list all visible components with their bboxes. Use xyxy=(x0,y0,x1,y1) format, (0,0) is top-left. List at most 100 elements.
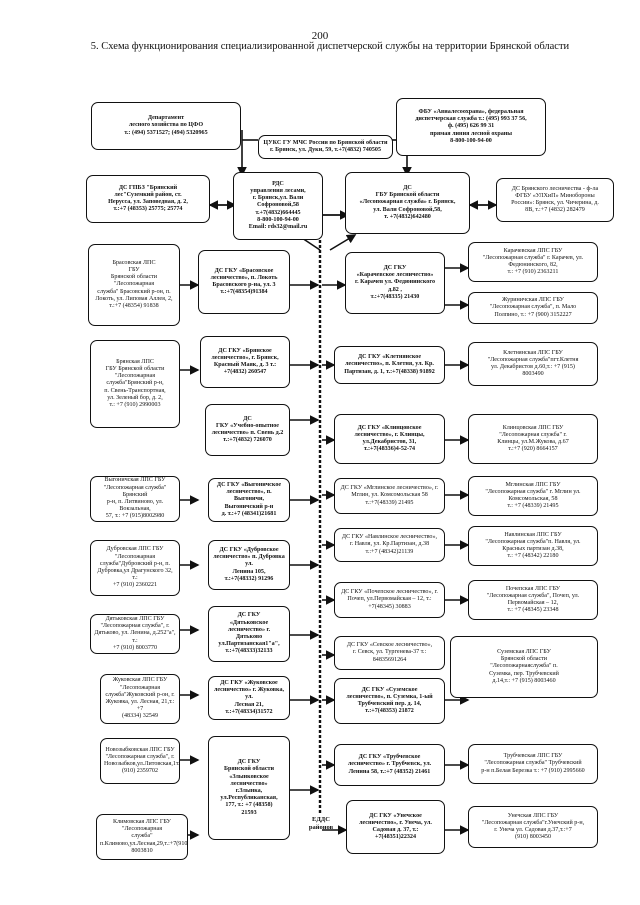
edds-line-2: районов xyxy=(308,823,334,831)
pochepskaya-lps-line-2: "Лесопожарная служба", Почеп, ул. xyxy=(486,592,580,599)
bryansk-lesn-line-4: 8В, т.:+7 (4832) 282479 xyxy=(525,207,585,214)
klintsovskaya-lps-line-4: т.:+7 (920) 8664157 xyxy=(508,446,558,453)
department-cfo-box: Департамент лесного хозяйства по ЦФО т.:… xyxy=(91,102,241,150)
navlinskaya-lps-line-1: Навлинская ЛПС ГБУ xyxy=(504,531,562,538)
karachevskaya-lps-line-2: "Лесопожарная служба" г. Карачев, ул. xyxy=(482,254,584,261)
dyatkovskoe-line-4: ул.Партизанская1"а", xyxy=(218,641,280,648)
page-title: 5. Схема функционирования специализирова… xyxy=(90,41,570,52)
karachevskoe-line-3: г. Карачев ул. Федюнинского xyxy=(355,279,435,286)
rds-line-1: РДС xyxy=(272,180,284,187)
mglinskaya-lps-line-3: Комсомольская, 58 xyxy=(508,496,558,502)
fbu-line-5: 8-800-100-94-00 xyxy=(450,137,492,144)
navlinskoe-line-2: г. Навля, ул. Кр.Партизан, д.38 xyxy=(349,541,430,548)
bryanskaya-lps-line-5: п. Свень-Транспортная, xyxy=(104,387,166,394)
vygonichskaya-lps-line-2: "Лесопожарная служба" Брянский xyxy=(103,484,167,498)
suzemskoe-line-1: ДС ГКУ «Суземское xyxy=(361,686,418,693)
ds-suzemskoe-box: ДС ГКУ «Суземское лесничество», п. Сузем… xyxy=(334,678,445,724)
bryanskaya-lps-line-4: служба"Брянский р-н, xyxy=(106,380,164,387)
tsuks-mchs-box: ЦУКС ГУ МЧС России по Брянской области г… xyxy=(258,135,393,159)
zlynkovskoe-line-6: ул.Республиканская, xyxy=(220,795,278,802)
zhukovskoe-line-2: лесничество» г. Жуковка, ул. xyxy=(213,687,285,701)
ds-karachevskoe-box: ДС ГКУ «Карачевское лесничество» г. Кара… xyxy=(345,252,445,314)
bryanskaya-lps-line-6: ул. Зеленый бор, д. 2, xyxy=(107,394,163,401)
klimovskaya-lps-line-1: Климовская ЛПС ГБУ xyxy=(113,818,171,825)
zhuryanichi-lps-box: Журиничская ЛПС ГБУ "Лесопожарная служба… xyxy=(468,292,598,324)
ds-bryanskoe-box: ДС ГКУ «Брянское лесничество», г. Брянск… xyxy=(200,336,290,388)
dyatkovskoe-line-1: ДС ГКУ xyxy=(237,612,261,619)
sevskoe-line-1: ДС ГКУ «Севское лесничество», xyxy=(346,642,433,649)
brasovskaya-lps-line-6: Локоть, ул. Липовая Аллея, 2, xyxy=(95,295,173,302)
zhuryanichi-lps-line-1: Журиничская ЛПС ГБУ xyxy=(502,297,564,304)
unechskaya-lps-line-3: г. Унеча ул. Садовая д.37,т.:+7 xyxy=(494,827,572,833)
dubrovskaya-lps-line-4: Дубровка,ул Драгунского 32, т.: xyxy=(97,568,173,582)
kletnyanskoe-line-1: ДС ГКУ «Клетнянское xyxy=(357,354,422,361)
brasovskoe-line-1: ДС ГКУ «Брасовское xyxy=(214,267,274,274)
zhukovskaya-lps-line-3: служба"Жуковский р-он, г. xyxy=(105,691,175,698)
unechskoe-line-1: ДС ГКУ «Унечское xyxy=(369,812,422,819)
mglinskaya-lps-box: Мглинская ЛПС ГБУ "Лесопожарная служба" … xyxy=(468,476,598,516)
trubchevskaya-lps-box: Трубчевская ЛПС ГБУ "Лесопожарная служба… xyxy=(468,744,598,784)
ds-dyatkovskoe-box: ДС ГКУ «Дятьковское лесничество» г. Дять… xyxy=(208,606,290,662)
dyatkovskaya-lps-box: Дятьковская ЛПС ГБУ "Лесопожарная служба… xyxy=(90,614,180,654)
novozybkov-lps-line-4: (910) 2359702 xyxy=(121,768,159,775)
suzemskaya-lps-box: Суземская ЛПС ГБУ Брянской области "Лесо… xyxy=(450,636,598,698)
ds-sevskoe-box: ДС ГКУ «Севское лесничество», г. Севск, … xyxy=(334,636,445,670)
dubrovskaya-lps-line-2: "Лесопожарная xyxy=(114,553,156,560)
brasovskaya-lps-line-2: ГБУ xyxy=(128,266,140,273)
zhukovskaya-lps-line-1: Жуковская ЛПС ГБУ xyxy=(112,677,168,684)
kletnyanskaya-lps-line-1: Клетнянская ЛПС ГБУ xyxy=(503,349,563,356)
gbu-line-5: т. +7(4832)642480 xyxy=(384,213,431,220)
zhukovskaya-lps-line-2: "Лесопожарная xyxy=(119,684,161,691)
unechskaya-lps-line-2: "Лесопожарная служба"г.Унечский р-н, xyxy=(481,819,585,826)
novozybkovskaya-lps-box: Новозыбковская ЛПС ГБУ "Лесопожарная слу… xyxy=(100,738,180,784)
rds-line-3: г. Брянск,ул. Вали Софроновой,58 xyxy=(252,195,304,209)
pochepskoe-line-1: ДС ГКУ «Почепское лесничество», г. xyxy=(341,589,438,596)
trubchevskaya-lps-line-2: "Лесопожарная служба" Трубчевский xyxy=(484,760,582,767)
ds-navlinskoe-box: ДС ГКУ «Навлинское лесничество», г. Навл… xyxy=(334,528,445,562)
klintsovskaya-lps-line-1: Клинцовская ЛПС ГБУ xyxy=(502,424,564,431)
trubchevskoe-line-1: ДС ГКУ «Трубчевское xyxy=(358,754,421,761)
brasovskaya-lps-box: Брасовская ЛПС ГБУ Брянской области "Лес… xyxy=(88,244,180,326)
karachevskaya-lps-box: Карачевская ЛПС ГБУ "Лесопожарная служба… xyxy=(468,242,598,282)
zhukovskaya-lps-box: Жуковская ЛПС ГБУ "Лесопожарная служба"Ж… xyxy=(100,674,180,724)
unechskaya-lps-line-1: Унечская ЛПС ГБУ xyxy=(507,812,559,819)
kletnyanskaya-lps-line-2: "Лесопожарная служба"пгт.Клетня xyxy=(487,356,579,363)
dyatkovskoe-line-3: Дятьково xyxy=(235,634,263,640)
pochepskaya-lps-box: Почепская ЛПС ГБУ "Лесопожарная служба",… xyxy=(468,580,598,620)
mglinskaya-lps-line-4: т.: +7 (48339) 21495 xyxy=(507,503,559,510)
vygonichskoe-line-1: ДС ГКУ «Выгоничское xyxy=(216,481,282,488)
karachevskaya-lps-line-3: Федюнинского, 82, xyxy=(508,262,558,268)
dyatkovskoe-line-5: т.:+7(48333)32133 xyxy=(225,648,273,655)
unechskoe-line-4: +7(48351)22324 xyxy=(374,834,417,841)
suzemskoe-line-2: лесничество», п. Суземка, 1-ый xyxy=(346,693,433,700)
klintsovskoe-line-4: т.:+7(48336)4-52-74 xyxy=(363,446,416,453)
klimovskaya-lps-line-2: "Лесопожарная xyxy=(121,826,163,833)
rds-line-5: 8-800-100-94-00 xyxy=(257,216,299,223)
dubrovskoe-line-3: Ленина 105, xyxy=(232,568,266,575)
dyatkovskaya-lps-line-4: +7 (910) 8003770 xyxy=(112,644,158,651)
brasovskaya-lps-line-1: Брасовская ЛПС xyxy=(112,259,156,266)
dubrovskaya-lps-line-3: служба"Дубровский р-н, п. xyxy=(99,560,171,567)
zlynkovskoe-line-3: «Злынковское xyxy=(229,773,269,780)
navlinskaya-lps-box: Навлинская ЛПС ГБУ "Лесопожарная служба"… xyxy=(468,526,598,566)
mchs-line-1: ЦУКС ГУ МЧС России по Брянской области xyxy=(263,139,388,146)
rds-line-4: т.+7(4832)664445 xyxy=(255,209,301,216)
ds-zlynkovskoe-box: ДС ГКУ Брянской области «Злынковское лес… xyxy=(208,736,290,840)
ds-mglinskoe-box: ДС ГКУ «Мглинское лесничество», г. Мглин… xyxy=(334,478,445,514)
zhuryanichi-lps-line-3: Полпино, т.: +7 (900) 3152227 xyxy=(494,311,572,318)
department-cfo-line-2: лесного хозяйства по ЦФО xyxy=(128,122,204,129)
bryansk-lesn-line-2: ФГБУ «УЛХиП» Минобороны xyxy=(515,192,595,199)
klintsovskoe-line-2: лесничество», г. Клинцы, xyxy=(354,431,425,438)
sevskoe-line-3: 84835691264 xyxy=(372,656,407,663)
zlynkovskoe-line-8: 21593 xyxy=(241,809,257,816)
zlynkovskoe-line-5: г.Злынка, xyxy=(235,788,263,794)
novozybkov-lps-line-1: Новозыбковская ЛПС ГБУ xyxy=(105,746,175,753)
navlinskaya-lps-line-3: Красных партизан д.38, xyxy=(502,546,564,552)
gpbz-line-3: Нерусса, ул. Заповедная, д. 2, xyxy=(108,199,188,205)
dubrovskoe-line-4: т.:+7(48332) 91296 xyxy=(224,575,274,582)
mglinskaya-lps-line-2: "Лесопожарная служба" г. Мглин ул. xyxy=(485,488,581,495)
navlinskaya-lps-line-4: т.: +7 (48342) 22180 xyxy=(507,553,559,560)
klimovskaya-lps-line-4: 8003810 xyxy=(131,847,153,854)
klintsovskoe-line-3: ул.Декабристов, 31, xyxy=(362,439,417,445)
ds-pochepskoe-box: ДС ГКУ «Почепское лесничество», г. Почеп… xyxy=(334,582,445,618)
